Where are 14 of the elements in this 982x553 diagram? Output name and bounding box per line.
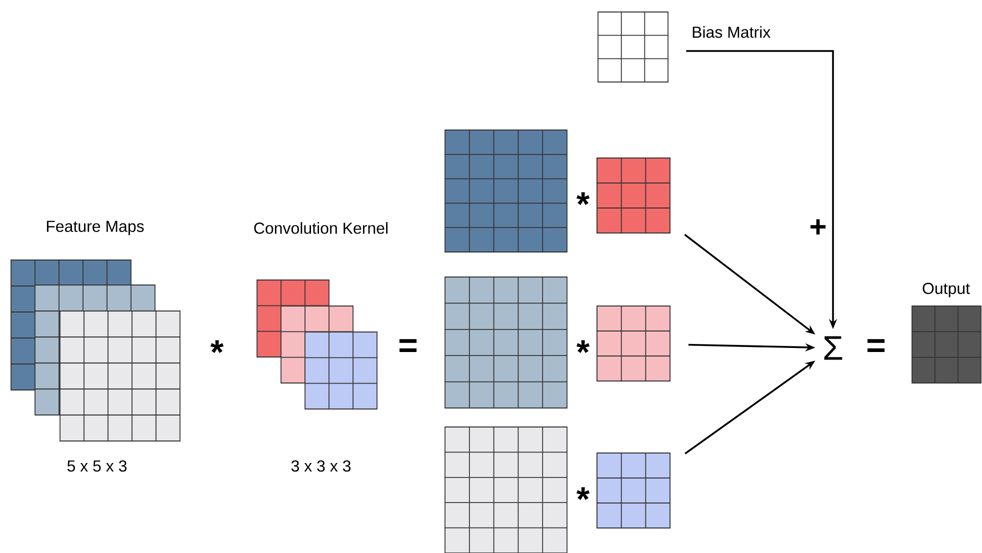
kernel-grid — [596, 452, 670, 528]
heading: Convolution Kernel — [254, 222, 388, 234]
heading: Bias Matrix — [692, 26, 770, 38]
heading: Output — [922, 282, 970, 298]
sum-symbol: Σ — [824, 336, 842, 360]
size-label: 3 x 3 x 3 — [291, 460, 351, 472]
operator-symbol: * — [576, 192, 590, 205]
operator-symbol: * — [210, 340, 224, 353]
size-label: 5 x 5 x 3 — [67, 460, 127, 472]
kernel-grid — [596, 306, 670, 382]
edge-label: + — [810, 219, 826, 234]
heading: Feature Maps — [46, 220, 144, 236]
operator-symbol: * — [576, 340, 590, 353]
kernel-grid — [596, 158, 670, 234]
